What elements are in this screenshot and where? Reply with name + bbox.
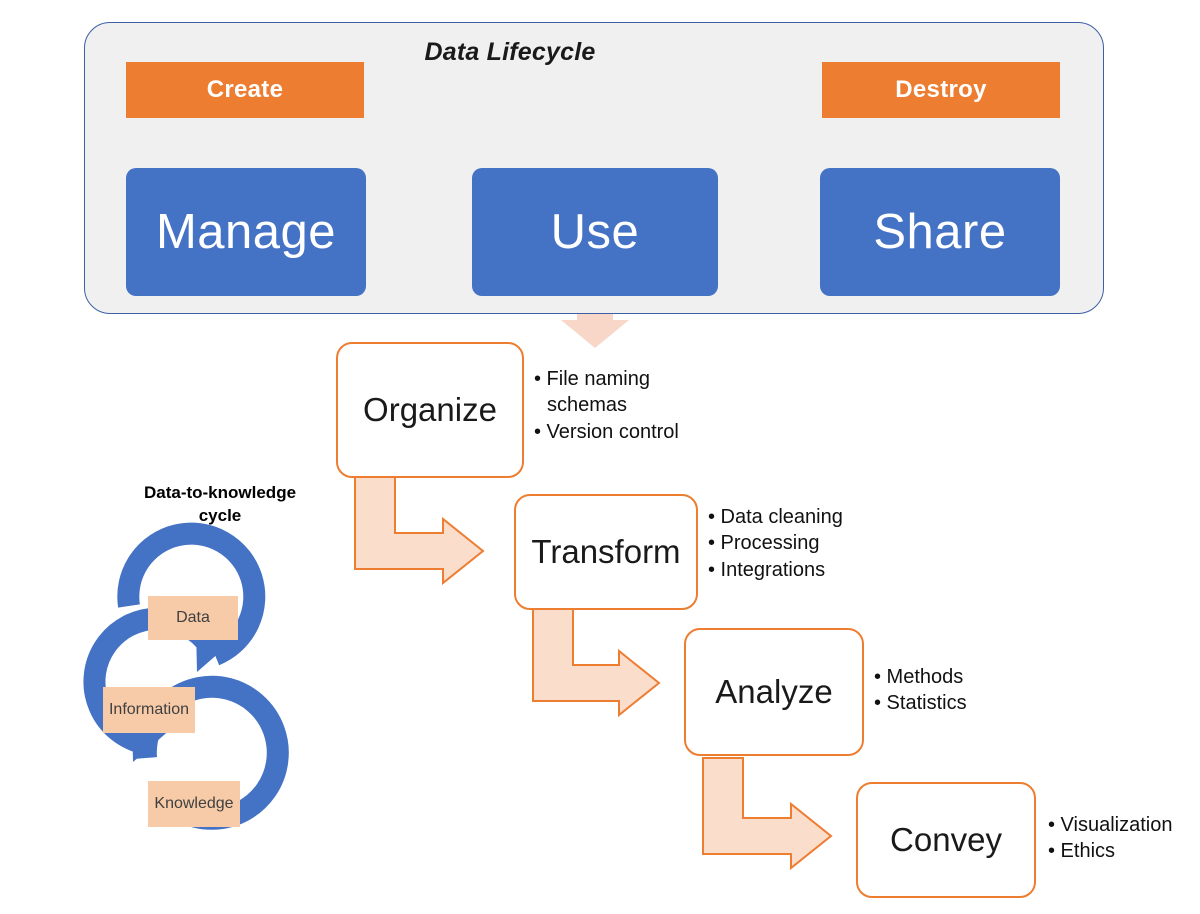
cycle-node-knowledge[interactable]: Knowledge <box>148 781 240 827</box>
lifecycle-box-manage[interactable]: Manage <box>126 168 366 296</box>
lifecycle-box-share-label: Share <box>873 205 1007 259</box>
bullet-item: • File naming schemas <box>534 368 650 417</box>
panel-title: Data Lifecycle <box>424 38 596 66</box>
cycle-node-data[interactable]: Data <box>148 596 238 640</box>
step-bullets-transform: • Data cleaning • Processing • Integrati… <box>708 504 843 583</box>
lifecycle-box-use[interactable]: Use <box>472 168 718 296</box>
bullet-item: • Integrations <box>708 558 826 581</box>
lifecycle-box-destroy-label: Destroy <box>895 76 987 103</box>
bullet-item: • Methods <box>874 666 964 688</box>
transform-to-analyze-arrow <box>532 605 661 718</box>
step-bullets-organize: • File naming schemas • Version control <box>534 366 707 445</box>
step-box-analyze-label: Analyze <box>715 673 833 710</box>
organize-to-transform-arrow <box>354 474 485 586</box>
cycle-node-information[interactable]: Information <box>103 687 195 733</box>
step-box-convey-label: Convey <box>890 821 1002 858</box>
cycle-title-line-1: Data-to-knowledge <box>143 483 297 502</box>
cycle-title-line-2: cycle <box>198 505 242 525</box>
step-box-convey[interactable]: Convey <box>856 782 1036 898</box>
bullet-item: • Version control <box>534 420 679 443</box>
step-box-organize-label: Organize <box>363 391 497 428</box>
cycle-node-information-label: Information <box>108 701 190 718</box>
bullet-item: • Data cleaning <box>708 506 843 528</box>
lifecycle-box-destroy[interactable]: Destroy <box>822 62 1060 118</box>
lifecycle-box-create-label: Create <box>206 76 284 103</box>
step-bullets-analyze: • Methods • Statistics <box>874 664 967 717</box>
bullet-item: • Statistics <box>874 692 967 715</box>
step-bullets-convey: • Visualization • Ethics <box>1048 812 1172 865</box>
step-box-analyze[interactable]: Analyze <box>684 628 864 756</box>
bullet-item: • Ethics <box>1048 840 1116 863</box>
cycle-node-data-label: Data <box>176 609 210 626</box>
cycle-node-knowledge-label: Knowledge <box>154 795 234 812</box>
lifecycle-box-share[interactable]: Share <box>820 168 1060 296</box>
step-box-transform[interactable]: Transform <box>514 494 698 610</box>
lifecycle-box-use-label: Use <box>550 205 640 259</box>
lifecycle-box-create[interactable]: Create <box>126 62 364 118</box>
lifecycle-box-manage-label: Manage <box>155 205 337 259</box>
cycle-title: Data-to-knowledge cycle <box>84 482 356 528</box>
step-box-transform-label: Transform <box>531 533 681 570</box>
bullet-item: • Visualization <box>1048 814 1173 836</box>
analyze-to-convey-arrow <box>702 757 833 871</box>
step-box-organize[interactable]: Organize <box>336 342 524 478</box>
bullet-item: • Processing <box>708 532 820 555</box>
